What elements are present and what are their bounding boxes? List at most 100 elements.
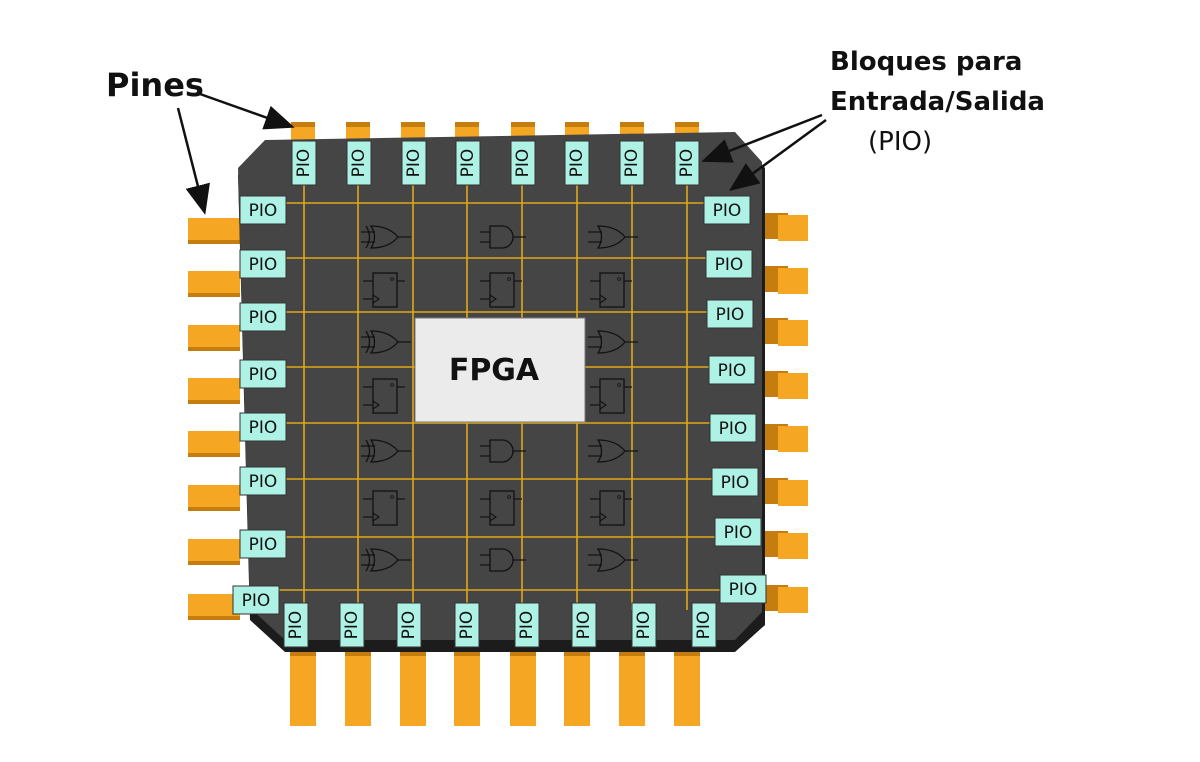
pio-block: PIO	[691, 602, 717, 648]
pio-block: PIO	[564, 140, 590, 186]
pin-right	[778, 320, 808, 346]
pio-block-label: PIO	[458, 149, 478, 178]
pio-block-label: PIO	[719, 419, 748, 439]
flip-flop-body	[489, 272, 515, 308]
pin-right	[778, 480, 808, 506]
pio-block-label: PIO	[713, 201, 742, 221]
pio-block: PIO	[455, 140, 481, 186]
pin-bottom	[564, 656, 590, 726]
pio-block-label: PIO	[677, 149, 697, 178]
pio-block-rect	[564, 140, 590, 186]
pio-block-label: PIO	[349, 149, 369, 178]
flip-flop-body	[489, 490, 515, 526]
pin-left-edge	[188, 561, 240, 565]
flip-flop-pin	[617, 383, 621, 387]
flip-flop-pin	[390, 383, 394, 387]
logic-cell-and	[480, 439, 526, 463]
logic-cell-ff	[480, 272, 522, 308]
pio-block-label: PIO	[294, 149, 314, 178]
pio-block-rect	[283, 602, 309, 648]
pio-block: PIO	[239, 302, 287, 332]
xor-gate-body	[369, 548, 399, 572]
logic-cell-or	[588, 330, 638, 354]
pin-top-edge	[620, 122, 644, 127]
pio-block-label: PIO	[249, 472, 278, 492]
pio-block-label: PIO	[249, 308, 278, 328]
pio-block: PIO	[396, 602, 422, 648]
flip-flop-pin	[507, 495, 511, 499]
pio-block-rect	[454, 602, 480, 648]
pin-right	[778, 215, 808, 241]
pio-block-label: PIO	[634, 611, 654, 640]
pin-left-edge	[188, 616, 240, 620]
pio-block: PIO	[239, 359, 287, 389]
pio-block-rect	[339, 602, 365, 648]
logic-grid	[260, 185, 745, 610]
pio-block-rect	[232, 585, 280, 615]
pin-right	[778, 373, 808, 399]
pin-top-edge	[565, 122, 589, 127]
pio-block: PIO	[339, 602, 365, 648]
pio-block-rect	[396, 602, 422, 648]
logic-cell-ff	[363, 378, 405, 414]
pio-block-label: PIO	[724, 523, 753, 543]
pin-bottom	[510, 656, 536, 726]
logic-cell-ff	[590, 378, 632, 414]
pio-block-rect	[709, 413, 757, 443]
pin-left	[188, 485, 240, 511]
pio-block-label: PIO	[342, 611, 362, 640]
pin-right	[778, 587, 808, 613]
flip-flop-body	[372, 272, 398, 308]
logic-cell-ff	[480, 490, 522, 526]
flip-flop-clock	[599, 512, 607, 522]
pin-top-edge	[346, 122, 370, 127]
pio-block-rect	[708, 355, 756, 385]
xor-gate-body	[369, 225, 399, 249]
pins-layer	[188, 122, 808, 726]
pin-top-edge	[291, 122, 315, 127]
flip-flop-body	[372, 490, 398, 526]
logic-cell-or	[588, 225, 638, 249]
pio-block: PIO	[706, 299, 754, 329]
fpga-core-block	[414, 317, 586, 423]
pio-block: PIO	[714, 517, 762, 547]
pio-block-rect	[346, 140, 372, 186]
pin-bottom	[345, 656, 371, 726]
pio-block-label: PIO	[694, 611, 714, 640]
pio-block-rect	[239, 529, 287, 559]
flip-flop-pin	[617, 277, 621, 281]
logic-cell-ff	[363, 490, 405, 526]
pio-block: PIO	[631, 602, 657, 648]
pio-blocks: PIO PIO PIO PIO PIO PIO PIO PIO PIO PIO PIO PIO PIO P…	[232, 140, 767, 648]
pins-arrow-left	[176, 107, 210, 215]
pin-top	[291, 122, 315, 144]
xor-gate-arc	[365, 225, 371, 249]
flip-flop-pin	[390, 277, 394, 281]
pin-top-edge	[511, 122, 535, 127]
flip-flop-clock	[372, 512, 380, 522]
pin-right	[778, 268, 808, 294]
flip-flop-clock	[372, 400, 380, 410]
pio-block: PIO	[283, 602, 309, 648]
pio-block-rect	[619, 140, 645, 186]
pio-block-label: PIO	[716, 305, 745, 325]
pio-block-label: PIO	[249, 255, 278, 275]
pin-left-edge	[188, 507, 240, 511]
pin-top-edge	[401, 122, 425, 127]
pio-block-rect	[711, 467, 759, 497]
logic-cell-and	[480, 548, 526, 572]
pio-block-label: PIO	[457, 611, 477, 640]
fpga-core-label: FPGA	[449, 353, 540, 388]
pin-bottom	[400, 656, 426, 726]
pio-annotation-line3: (PIO)	[868, 127, 932, 157]
pio-block-label: PIO	[399, 611, 419, 640]
pio-block-rect	[674, 140, 700, 186]
pio-block-rect	[239, 359, 287, 389]
pio-block-label: PIO	[718, 361, 747, 381]
flip-flop-pin	[390, 495, 394, 499]
pio-arrow-right	[728, 118, 827, 191]
pin-left-edge	[188, 293, 240, 297]
logic-cells	[361, 225, 638, 572]
pin-bottom	[674, 656, 700, 726]
